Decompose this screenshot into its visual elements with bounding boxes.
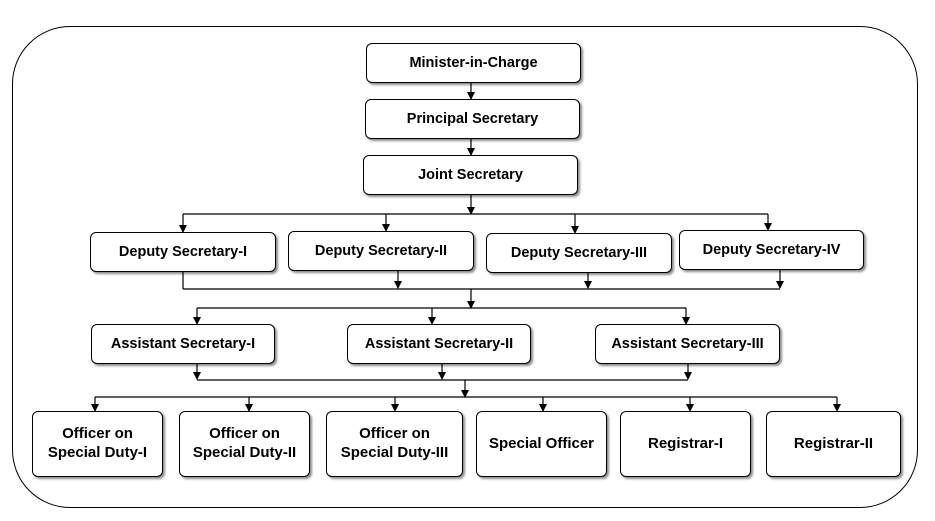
node-officer-special-duty-1: Officer on Special Duty-I <box>32 411 163 477</box>
node-deputy-secretary-1: Deputy Secretary-I <box>90 232 276 272</box>
node-deputy-secretary-3: Deputy Secretary-III <box>486 233 672 273</box>
node-principal-secretary: Principal Secretary <box>365 99 580 139</box>
node-special-officer: Special Officer <box>476 411 607 477</box>
node-deputy-secretary-2: Deputy Secretary-II <box>288 231 474 271</box>
node-registrar-1: Registrar-I <box>620 411 751 477</box>
node-deputy-secretary-4: Deputy Secretary-IV <box>679 230 864 270</box>
node-assistant-secretary-2: Assistant Secretary-II <box>347 324 531 364</box>
node-officer-special-duty-3: Officer on Special Duty-III <box>326 411 463 477</box>
node-assistant-secretary-3: Assistant Secretary-III <box>595 324 780 364</box>
node-assistant-secretary-1: Assistant Secretary-I <box>91 324 275 364</box>
node-officer-special-duty-2: Officer on Special Duty-II <box>179 411 310 477</box>
node-joint-secretary: Joint Secretary <box>363 155 578 195</box>
node-minister-in-charge: Minister-in-Charge <box>366 43 581 83</box>
node-registrar-2: Registrar-II <box>766 411 901 477</box>
chart-frame <box>12 26 918 508</box>
